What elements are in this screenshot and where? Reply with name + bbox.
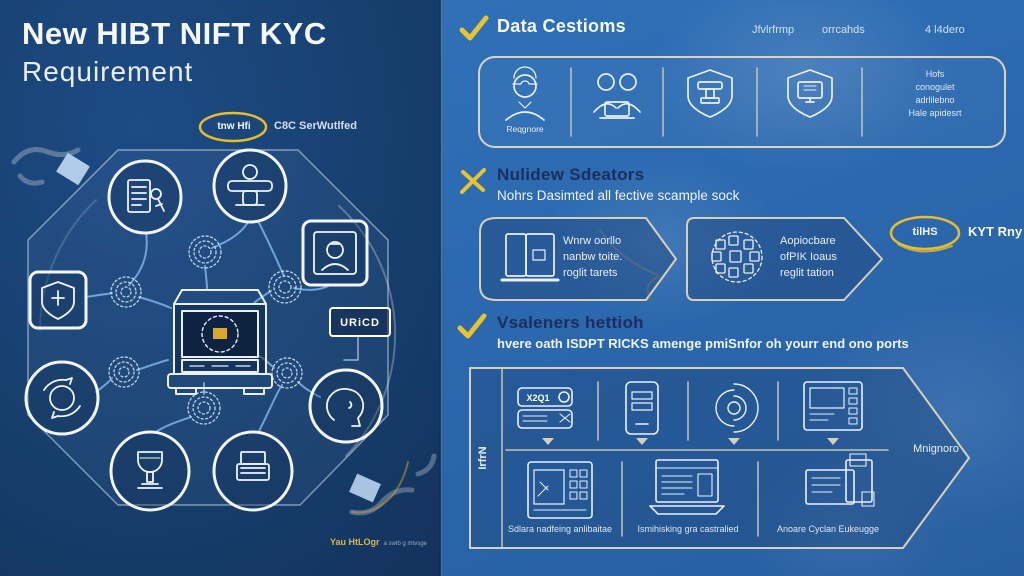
laptop-browser-icon	[649, 459, 725, 515]
trophy-icon	[137, 451, 163, 489]
node-document-circle	[107, 159, 183, 235]
check-icon-section3	[457, 313, 487, 339]
left-badge-oval	[198, 111, 268, 143]
shield-monitor-icon	[787, 69, 833, 118]
fuzzy-network-nodes	[108, 235, 303, 425]
tag1-line: Wnrw oorllo	[563, 235, 622, 247]
refresh-face-icon	[43, 377, 81, 419]
tag1-line: roglit tarets	[563, 267, 618, 279]
fingerprint-icon	[715, 383, 759, 433]
node-trophy-circle	[109, 430, 191, 512]
cell5-line: adrlilebno	[915, 95, 955, 105]
uricd-label-box: URiCD	[329, 307, 391, 361]
node-printer-circle	[212, 430, 294, 512]
section1-meta-word-2: orrcahds	[822, 24, 865, 36]
left-badge-label: tnw Hfi	[217, 121, 251, 132]
kyt-badge-caption: KYT Rny	[968, 224, 1023, 239]
node-refresh-face-circle	[24, 360, 100, 436]
tag2-line: Aopiocbare	[780, 235, 836, 247]
head-profile-icon	[326, 388, 365, 427]
gold-wire-decoration	[351, 461, 409, 514]
tag1-line: nanbw toite.	[563, 251, 623, 263]
camera-person-icon	[313, 231, 357, 275]
kyt-badge-label: tilHS	[912, 226, 938, 238]
tag1-text: Wnrw oorllo nanbw toite. roglit tarets	[563, 233, 663, 281]
id-cards-icon: X2Q1	[517, 387, 573, 429]
brand-logo-tagline: a swtb g mtvsge	[383, 541, 427, 547]
tag2-text: Aopiocbare ofPIK Ioaus reglit tation	[780, 233, 880, 281]
cell5-line: conogulet	[915, 82, 955, 92]
two-people-laptop-icon	[593, 73, 641, 119]
node-cross-circle	[212, 148, 288, 224]
left-badge-caption: C8C SerWutlfed	[274, 120, 357, 132]
page-title-line1: New HIBT NIFT KYC	[22, 16, 327, 51]
cell5-line: Hale apidesrt	[908, 108, 962, 118]
section2-subtitle: Nohrs Dasimted all fective scample sock	[497, 188, 740, 203]
section3-subtitle: hvere oath ISDPT RICKS amenge pmiSnfor o…	[497, 336, 909, 351]
cross-person-icon	[227, 164, 273, 206]
tag2-line: reglit tation	[780, 267, 834, 279]
phone-icon	[625, 381, 659, 435]
section3-title: Vsaleners hettioh	[497, 313, 644, 332]
id-card-text: X2Q1	[526, 393, 549, 403]
check-icon-section1	[459, 15, 489, 41]
arc-decoration-right	[338, 205, 397, 457]
arrow-caption-2: Ismihisking gra castralied	[637, 524, 739, 534]
arrow-side-label: IrfrN	[477, 446, 489, 469]
kyt-badge-swoosh	[897, 243, 953, 253]
section1-title: Data Cestioms	[497, 16, 626, 36]
arrow-caption-1: Sdlara nadfeing anlibaitae	[507, 524, 613, 534]
section1-card-separators	[570, 67, 863, 137]
tag2-line: ofPIK Ioaus	[780, 251, 837, 263]
app-cluster-globe-icon	[711, 231, 763, 283]
section1-card-outline	[478, 56, 1006, 148]
diamond-decoration-top-left	[56, 152, 90, 186]
process-arrow-outline	[469, 367, 970, 549]
terminal-icon	[803, 381, 863, 431]
cell5-line: Hofs	[925, 69, 945, 79]
central-kiosk-machine	[167, 289, 273, 395]
scribble-decoration	[599, 229, 661, 299]
section1-cell1-label: Reqgnore	[506, 124, 544, 134]
printer-computer-icon	[805, 453, 875, 507]
section1-meta-word-3: 4 l4dero	[925, 24, 965, 36]
document-icon	[127, 179, 165, 213]
process-arrow-gridlines	[501, 367, 889, 549]
arrow-tip-label: Mnignoro	[913, 443, 959, 455]
printer-icon	[236, 451, 270, 481]
section1-cell5-text: Hofs conogulet adrlilebno Hale apidesrt	[872, 68, 998, 120]
section2-title: Nulidew Sdeators	[497, 165, 645, 184]
arc-decoration-left	[39, 199, 97, 331]
kyt-badge-oval	[889, 215, 961, 251]
diamond-decoration-bottom-right	[349, 473, 381, 503]
node-head-circle	[308, 368, 384, 444]
copier-machine-icon	[527, 461, 593, 519]
arrow-caption-3: Anoare Cyclan Eukeugge	[776, 524, 880, 534]
shield-stamp-icon	[687, 69, 733, 118]
brand-logo-text: Yau HtLOgr	[330, 537, 380, 547]
panel-divider	[439, 0, 442, 576]
agent-person-icon	[505, 66, 545, 121]
page-title-line2: Requirement	[22, 56, 194, 87]
uricd-label: URiCD	[340, 317, 380, 329]
shield-icon	[41, 281, 75, 320]
chain-decoration-top-left	[11, 147, 81, 186]
section1-meta-word-1: Jfvlrfrmp	[752, 24, 795, 36]
x-icon-section2	[460, 168, 486, 194]
book-icon	[500, 233, 560, 282]
node-camera-square	[301, 219, 369, 287]
tag2-outline	[686, 217, 883, 301]
